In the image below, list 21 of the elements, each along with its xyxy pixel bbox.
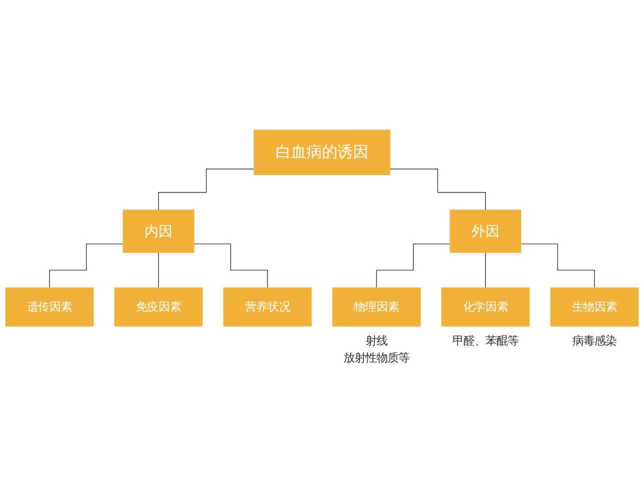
node-box: 营养状况 (223, 288, 312, 326)
connector (49, 244, 124, 288)
note-text: 病毒感染 (572, 334, 616, 348)
connector (376, 244, 450, 288)
node-box: 白血病的诱因 (254, 130, 390, 176)
connector (158, 252, 159, 288)
note-text: 甲醛、苯醌等 (452, 334, 518, 348)
node-box: 化学因素 (441, 288, 530, 326)
connector (390, 168, 486, 210)
node-box: 遗传因素 (5, 288, 94, 326)
connector (485, 252, 486, 288)
connector (194, 244, 268, 288)
node-box: 内因 (122, 210, 194, 253)
note-text: 放射性物质等 (344, 350, 410, 364)
node-box: 外因 (450, 210, 522, 253)
node-box: 免疫因素 (114, 288, 203, 326)
node-box: 物理因素 (332, 288, 421, 326)
connector (520, 244, 595, 288)
node-box: 生物因素 (550, 288, 639, 326)
note-text: 射线 (366, 334, 388, 348)
connector (158, 168, 254, 210)
